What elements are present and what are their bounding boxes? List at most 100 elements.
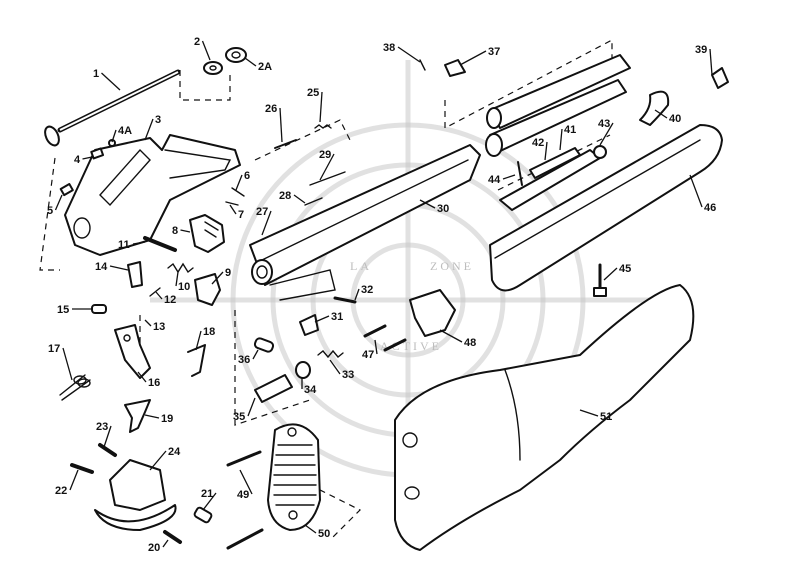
parts-49-50	[226, 423, 321, 550]
leader-line-37	[459, 50, 487, 66]
part-label-20: 20	[148, 542, 160, 554]
top-pins-25-29	[274, 124, 346, 206]
leader-line-18	[195, 330, 202, 351]
leader-line-24	[149, 450, 167, 471]
part-label-11: 11	[118, 239, 130, 251]
part-label-32: 32	[361, 284, 373, 296]
leader-line-32	[354, 288, 360, 301]
part-label-24: 24	[168, 446, 181, 458]
leader-line-4A	[111, 129, 117, 143]
part-label-18: 18	[203, 326, 215, 338]
leader-line-28	[293, 194, 306, 204]
leader-line-39	[709, 48, 713, 76]
leader-line-29	[319, 153, 335, 181]
part-51-stock	[394, 284, 695, 551]
part-label-45: 45	[619, 263, 631, 275]
leader-line-26	[279, 107, 283, 143]
leader-line-7	[229, 204, 237, 215]
parts-37-38	[419, 59, 466, 77]
part-label-50: 50	[318, 528, 330, 540]
part-label-33: 33	[342, 369, 354, 381]
leader-line-48	[439, 329, 463, 343]
part-label-16: 16	[148, 377, 160, 389]
leader-line-1	[101, 72, 121, 91]
leader-line-31	[314, 315, 330, 323]
part-2-washers	[203, 47, 247, 75]
leader-line-16	[137, 371, 147, 383]
leader-line-2A	[244, 57, 257, 67]
part-label-15: 15	[57, 304, 69, 316]
leader-line-49	[239, 469, 253, 495]
leader-line-38	[397, 46, 421, 63]
part-label-10: 10	[178, 281, 190, 293]
part-label-19: 19	[161, 413, 173, 425]
leader-lines	[54, 40, 713, 548]
part-label-2: 2	[194, 36, 200, 48]
part-label-7: 7	[238, 209, 244, 221]
part-45-screw	[593, 263, 607, 297]
leader-line-11	[132, 241, 146, 245]
part-10-spring	[167, 262, 194, 274]
part-30-barrel-frame	[249, 144, 481, 301]
leader-line-14	[109, 265, 129, 271]
leader-line-42	[544, 141, 548, 161]
part-label-30: 30	[437, 203, 449, 215]
part-barrels	[485, 54, 631, 157]
part-label-1: 1	[93, 68, 99, 80]
part-label-34: 34	[304, 384, 317, 396]
part-label-42: 42	[532, 137, 544, 149]
part-label-41: 41	[564, 124, 576, 136]
leader-line-23	[103, 425, 112, 448]
part-label-17: 17	[48, 343, 60, 355]
part-8-lever	[189, 214, 225, 253]
part-11-pin	[143, 236, 177, 252]
leader-line-2	[201, 40, 211, 61]
part-label-49: 49	[237, 489, 249, 501]
part-label-31: 31	[331, 311, 343, 323]
leader-line-25	[319, 91, 323, 123]
parts-39-40	[639, 67, 729, 126]
part-24-trigger-guard	[94, 459, 177, 531]
part-label-26: 26	[265, 103, 277, 115]
leader-line-22	[69, 469, 79, 491]
leader-line-47	[374, 339, 378, 355]
leader-line-9	[211, 271, 224, 285]
watermark-text-right: ZONE	[430, 259, 474, 273]
leader-line-45	[603, 267, 618, 281]
leader-line-30	[419, 199, 436, 209]
part-label-4: 4	[74, 154, 81, 166]
part-16-hammer	[114, 324, 151, 379]
leader-line-51	[579, 409, 599, 417]
part-15-pin	[91, 304, 107, 314]
part-label-35: 35	[233, 411, 245, 423]
part-label-25: 25	[307, 87, 319, 99]
part-label-43: 43	[598, 118, 610, 130]
part-label-5: 5	[47, 205, 53, 217]
leader-line-40	[654, 109, 668, 119]
leader-line-12	[155, 291, 163, 300]
part-label-6: 6	[244, 170, 250, 182]
part-19-trigger	[124, 399, 151, 433]
leader-line-20	[162, 539, 169, 548]
part-label-40: 40	[669, 113, 681, 125]
part-46-forend	[489, 124, 723, 292]
watermark-text-bottom: ACTIVE	[380, 339, 442, 353]
part-3-receiver	[64, 134, 241, 256]
part-label-46: 46	[704, 202, 716, 214]
parts-31-36	[253, 296, 357, 403]
leader-line-27	[261, 210, 272, 236]
part-label-13: 13	[153, 321, 165, 333]
part-1-rod	[44, 69, 181, 147]
part-label-3: 3	[155, 114, 161, 126]
part-label-37: 37	[488, 46, 500, 58]
leader-line-21	[202, 492, 217, 511]
part-label-29: 29	[319, 149, 331, 161]
part-label-14: 14	[95, 261, 108, 273]
part-17-spring	[59, 374, 91, 401]
watermark-text-left: LA	[350, 259, 372, 273]
leader-line-36	[252, 349, 259, 360]
leader-line-10	[175, 271, 179, 287]
part-labels: 122A344A56789101112131415161718192021222…	[47, 36, 716, 554]
